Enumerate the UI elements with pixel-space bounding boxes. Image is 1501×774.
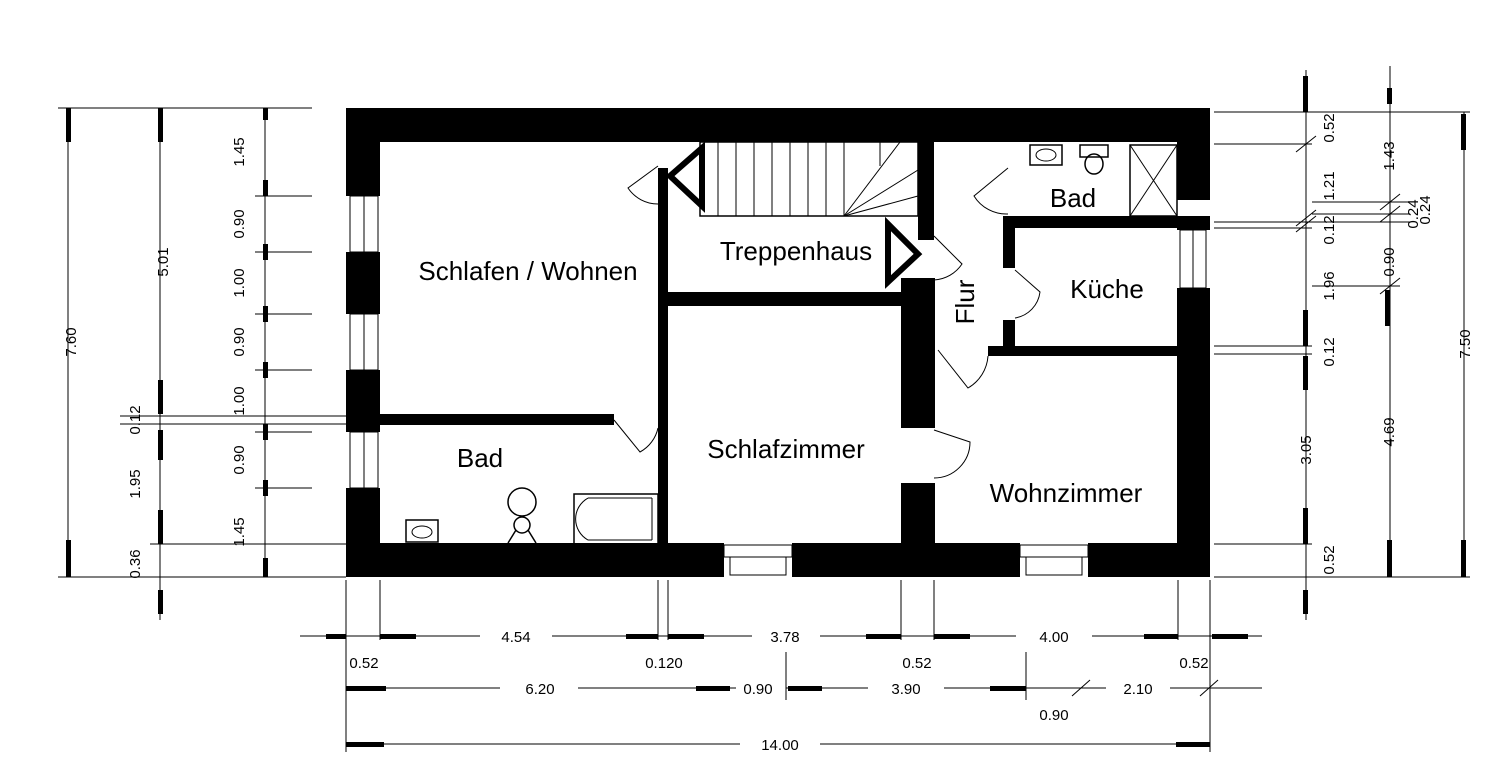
- right-dimension-lines: [1214, 66, 1470, 620]
- dim-left-outer: 7.60: [63, 327, 80, 356]
- dim-bottom2-d: 2.10: [1123, 681, 1152, 698]
- dim-left-lower: 1.95: [127, 469, 144, 498]
- dim-bottom-g: 0.52: [1179, 655, 1208, 672]
- room-label-bad-top: Bad: [1050, 183, 1096, 213]
- dim-total-width: 14.00: [761, 737, 799, 754]
- room-label-schlafzimmer: Schlafzimmer: [707, 434, 865, 464]
- dim-bottom-f: 0.52: [902, 655, 931, 672]
- dim-right-a6: 0.52: [1321, 545, 1338, 574]
- windows: [346, 195, 1210, 577]
- dim-bottom-e: 0.120: [645, 655, 683, 672]
- dim-bottom-a: 4.54: [501, 629, 530, 646]
- dim-right-b2: 0.24: [1405, 199, 1422, 228]
- dim-left-w5: 1.00: [231, 386, 248, 415]
- dim-right-a1: 0.52: [1321, 113, 1338, 142]
- room-label-flur: Flur: [950, 279, 980, 324]
- dim-right-a2: 1.21: [1321, 171, 1338, 200]
- dim-bottom2-a: 6.20: [525, 681, 554, 698]
- room-label-wohnzimmer: Wohnzimmer: [990, 478, 1143, 508]
- door-swings: [613, 165, 1041, 479]
- dim-right-a3: 0.12: [1321, 215, 1338, 244]
- room-label-schlafen-wohnen: Schlafen / Wohnen: [418, 256, 637, 286]
- dim-right-outer: 7.50: [1457, 329, 1474, 358]
- dim-bottom-c: 4.00: [1039, 629, 1068, 646]
- dim-bottom2-b: 0.90: [743, 681, 772, 698]
- dim-right-a4: 1.96: [1321, 271, 1338, 300]
- dim-left-bottom: 0.36: [127, 549, 144, 578]
- room-label-treppenhaus: Treppenhaus: [720, 236, 872, 266]
- room-label-kueche: Küche: [1070, 274, 1144, 304]
- dim-left-w2: 0.90: [231, 209, 248, 238]
- dim-right-b3: 0.24: [1417, 195, 1434, 224]
- room-label-bad-left: Bad: [457, 443, 503, 473]
- bath-fixtures: [405, 144, 1178, 545]
- dim-right-a5: 0.12: [1321, 337, 1338, 366]
- dim-left-w4: 0.90: [231, 327, 248, 356]
- dim-right-b1: 1.43: [1381, 141, 1398, 170]
- dim-mid-right: 3.05: [1298, 435, 1315, 464]
- dim-left-w6: 0.90: [231, 445, 248, 474]
- dim-bottom-b: 3.78: [770, 629, 799, 646]
- dim-right-b5: 4.69: [1381, 417, 1398, 446]
- staircase: [665, 141, 923, 289]
- dim-left-w3: 1.00: [231, 268, 248, 297]
- dim-right-b4: 0.90: [1381, 247, 1398, 276]
- dim-left-w7: 1.45: [231, 517, 248, 546]
- dim-bottom2-e: 0.90: [1039, 707, 1068, 724]
- dim-bottom-d: 0.52: [349, 655, 378, 672]
- door-openings: [901, 240, 935, 483]
- left-dimension-lines: [58, 107, 346, 620]
- dim-left-w1: 1.45: [231, 137, 248, 166]
- bottom-dimension-lines: [300, 580, 1262, 752]
- dim-left-upper: 5.01: [155, 247, 172, 276]
- dim-left-mid: 0.12: [127, 405, 144, 434]
- dim-bottom2-c: 3.90: [891, 681, 920, 698]
